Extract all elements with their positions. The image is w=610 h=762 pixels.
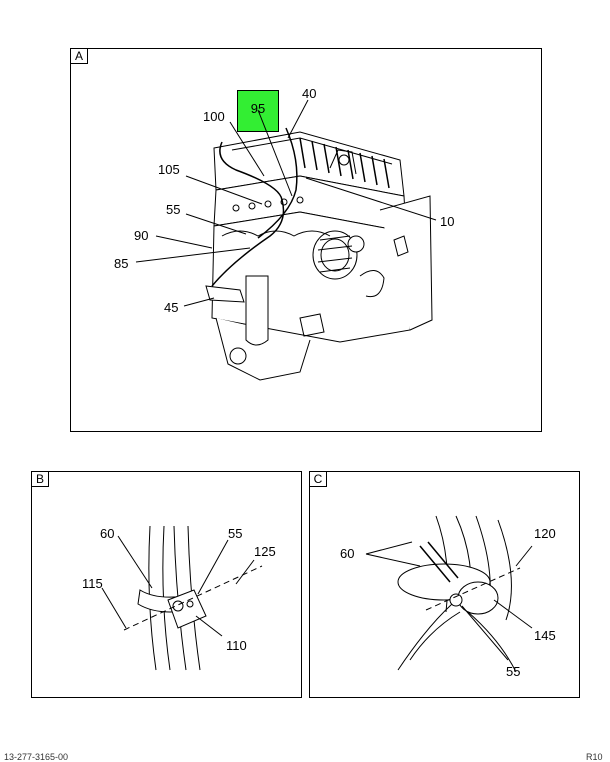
engine-illustration bbox=[205, 127, 433, 381]
clip-c-illustration bbox=[365, 515, 533, 673]
callout-120: 120 bbox=[534, 526, 556, 541]
panel-b: B bbox=[31, 471, 302, 698]
callout-85: 85 bbox=[114, 256, 128, 271]
footer-part-number: 13-277-3165-00 bbox=[4, 752, 69, 762]
callout-55-a: 55 bbox=[166, 202, 180, 217]
panel-b-tag: B bbox=[32, 472, 49, 487]
callout-100: 100 bbox=[203, 109, 225, 124]
callout-60-c: 60 bbox=[340, 546, 354, 561]
panel-c-tag: C bbox=[310, 472, 327, 487]
callout-60-b: 60 bbox=[100, 526, 114, 541]
callout-55-b: 55 bbox=[228, 526, 242, 541]
callout-125: 125 bbox=[254, 544, 276, 559]
callout-95-label: 95 bbox=[250, 101, 266, 116]
callout-110: 110 bbox=[226, 638, 247, 653]
callout-115: 115 bbox=[82, 576, 103, 591]
callout-40: 40 bbox=[302, 86, 316, 101]
clip-b-illustration bbox=[101, 525, 263, 671]
callout-55-c: 55 bbox=[506, 664, 520, 679]
highlight-part-95[interactable]: 95 bbox=[237, 90, 279, 132]
callout-105: 105 bbox=[158, 162, 180, 177]
panel-a-tag: A bbox=[71, 49, 88, 64]
callout-90: 90 bbox=[134, 228, 148, 243]
callout-45: 45 bbox=[164, 300, 178, 315]
footer-page-code: R10 bbox=[586, 752, 603, 762]
callout-145: 145 bbox=[534, 628, 556, 643]
callout-10: 10 bbox=[440, 214, 454, 229]
leader-lines-a bbox=[135, 99, 437, 307]
